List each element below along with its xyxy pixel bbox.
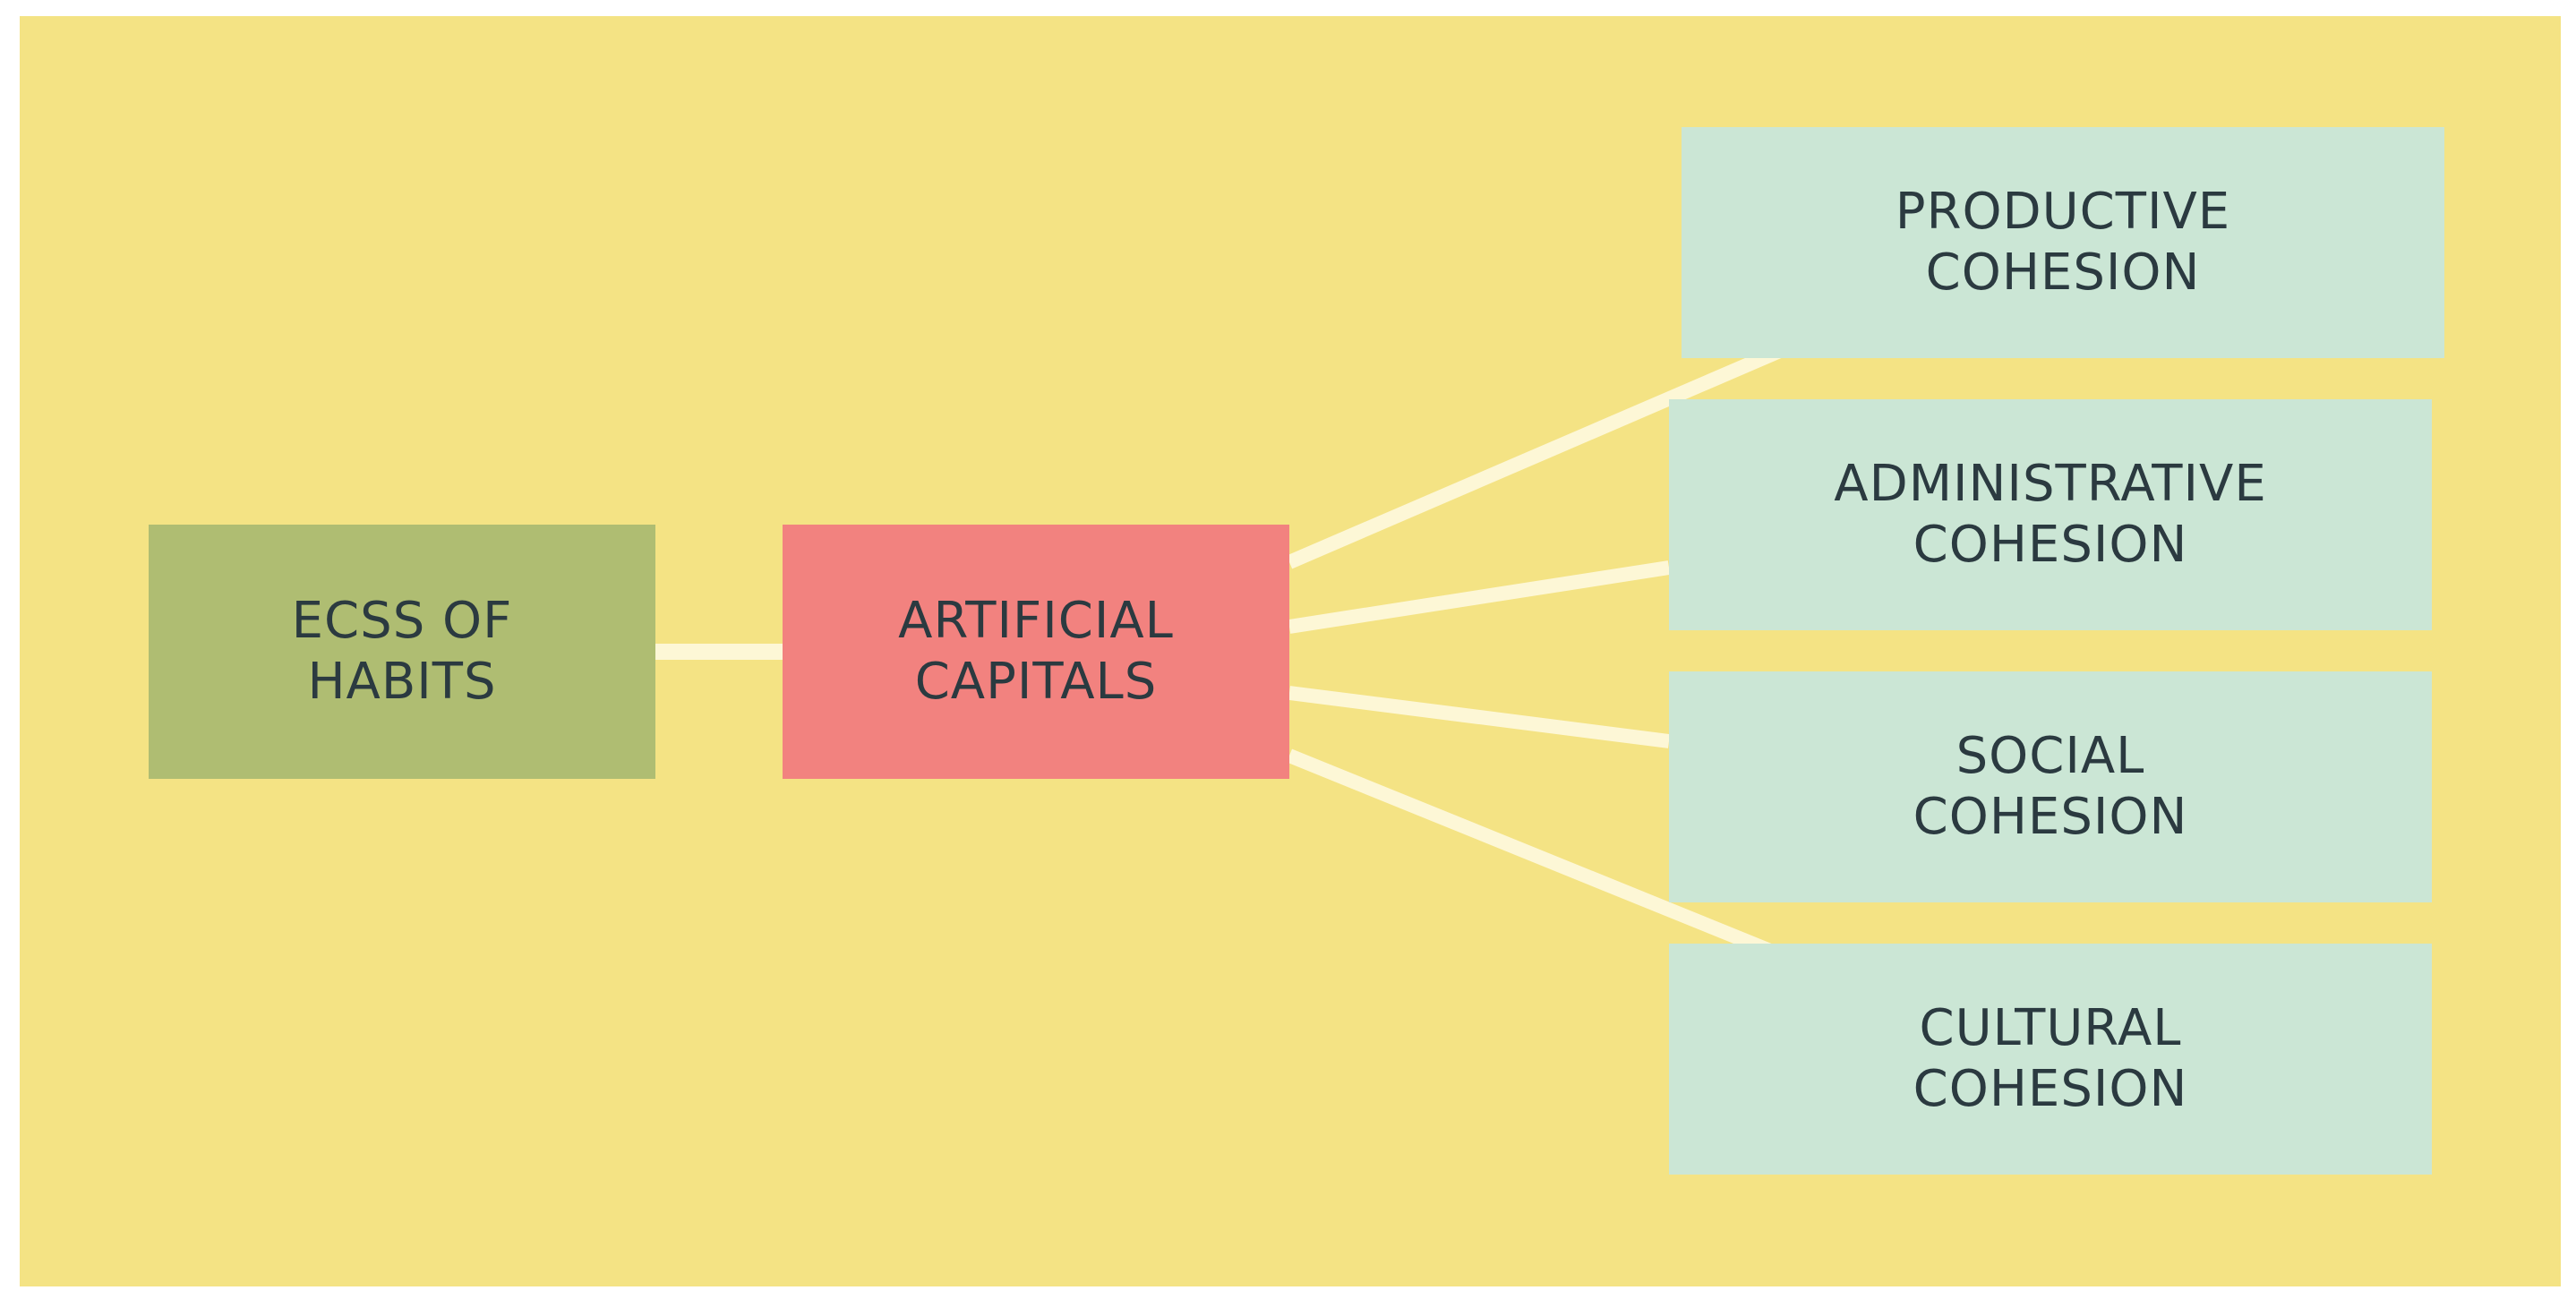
output-4-label-line-1: CULTURAL	[1919, 998, 2182, 1057]
output-1-label-line-1: PRODUCTIVE	[1895, 182, 2231, 241]
output-3-label-line-1: SOCIAL	[1956, 726, 2145, 785]
artificial-capitals-box: ARTIFICIAL CAPITALS	[783, 525, 1289, 779]
output-2-label-line-2: COHESION	[1913, 516, 2188, 574]
hub-label-line-2: CAPITALS	[914, 653, 1158, 711]
productive-cohesion-box: PRODUCTIVE COHESION	[1682, 127, 2444, 358]
output-1-label-line-2: COHESION	[1925, 244, 2201, 302]
connector-hub-administrative	[1288, 560, 1671, 634]
ecss-of-habits-box: ECSS OF HABITS	[149, 525, 655, 779]
cultural-cohesion-box: CULTURAL COHESION	[1669, 944, 2432, 1175]
connectors	[655, 340, 1792, 960]
administrative-cohesion-box: ADMINISTRATIVE COHESION	[1669, 399, 2432, 630]
connector-hub-social	[1288, 686, 1671, 748]
hub-label-line-1: ARTIFICIAL	[898, 591, 1174, 650]
output-2-label-line-1: ADMINISTRATIVE	[1834, 454, 2267, 513]
diagram-canvas: ECSS OF HABITS ARTIFICIAL CAPITALS PRODU…	[20, 16, 2561, 1286]
social-cohesion-box: SOCIAL COHESION	[1669, 671, 2432, 902]
connector-hub-cultural	[1286, 748, 1778, 960]
output-3-label-line-2: COHESION	[1913, 788, 2188, 846]
source-label-line-1: ECSS OF	[291, 591, 513, 650]
output-4-label-line-2: COHESION	[1913, 1060, 2188, 1118]
connector-hub-productive	[1286, 340, 1792, 569]
source-label-line-2: HABITS	[307, 653, 497, 711]
